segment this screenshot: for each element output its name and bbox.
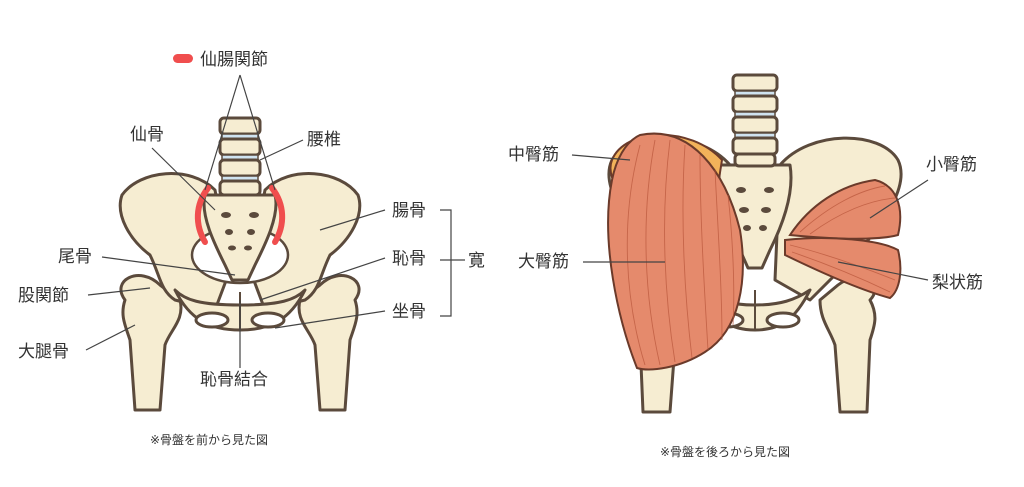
- label-piriformis: 梨状筋: [932, 273, 983, 293]
- sacroiliac-legend-swatch: [173, 54, 193, 63]
- label-gluteus-maximus: 大臀筋: [518, 252, 569, 272]
- label-hip-joint: 股関節: [18, 286, 69, 306]
- gluteus-maximus-fibers: [626, 139, 735, 366]
- left-ilium: [118, 172, 232, 312]
- left-obturator: [194, 311, 230, 329]
- right-femur: [297, 274, 361, 412]
- front-view-caption: ※骨盤を前から見た図: [150, 432, 268, 447]
- right-obturator: [250, 311, 286, 329]
- back-lumbar-vertebrae: [731, 73, 779, 168]
- label-ilium: 腸骨: [392, 201, 426, 221]
- label-hip-bone: 寛: [468, 251, 485, 271]
- sacral-foramina: [221, 212, 259, 251]
- label-coccyx: 尾骨: [58, 247, 92, 267]
- left-sacroiliac-joint: [194, 185, 211, 245]
- piriformis-fibers: [789, 185, 896, 293]
- label-sacroiliac-joint: 仙腸関節: [200, 50, 268, 70]
- back-right-femur: [818, 276, 877, 414]
- right-ilium: [248, 172, 362, 312]
- gluteus-maximus: [607, 132, 744, 371]
- label-gluteus-medius: 中臀筋: [508, 145, 559, 165]
- back-view-caption: ※骨盤を後ろから見た図: [660, 445, 790, 459]
- label-femur: 大腿骨: [18, 342, 69, 362]
- label-sacrum: 仙骨: [130, 125, 164, 145]
- label-pubis: 恥骨: [392, 249, 426, 269]
- left-femur: [119, 274, 183, 412]
- label-ischium: 坐骨: [392, 302, 426, 322]
- back-right-obturator: [765, 311, 801, 329]
- label-pubic-symphysis: 恥骨結合: [200, 370, 268, 390]
- right-sacroiliac-joint: [269, 185, 286, 245]
- back-sacral-foramina: [736, 187, 774, 231]
- label-gluteus-minimus: 小臀筋: [926, 155, 977, 175]
- lumbar-vertebrae: [218, 116, 262, 197]
- front-pelvis-illustration: [118, 116, 362, 412]
- label-lumbar: 腰椎: [307, 130, 341, 150]
- back-pelvis-illustration: [607, 73, 903, 414]
